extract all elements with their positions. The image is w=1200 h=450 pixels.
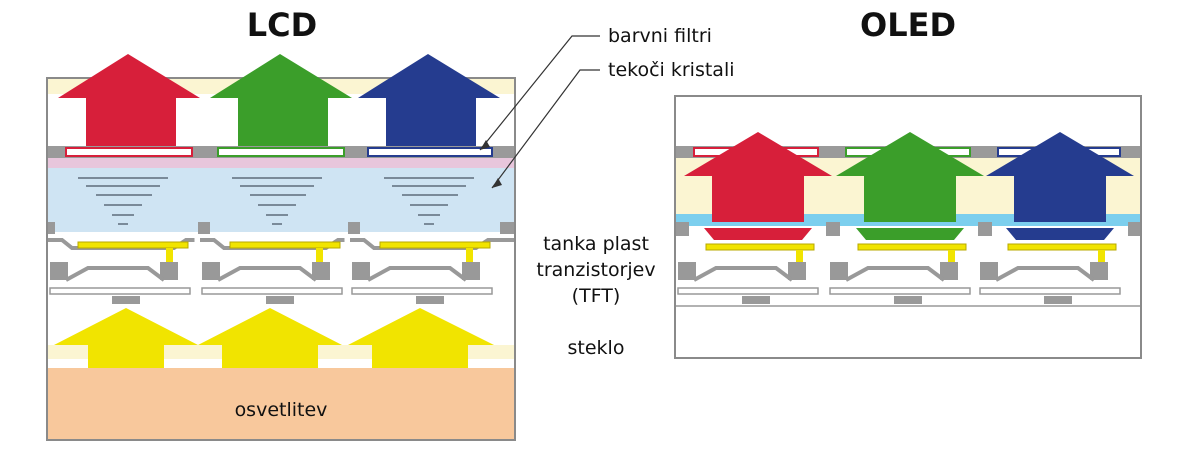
color-filters-leader [479, 35, 600, 151]
lcd-blue-arrow [358, 54, 500, 146]
callouts: barvni filtri tekoči kristali tanka plas… [479, 25, 735, 359]
lcd-alignment-layer [47, 158, 515, 168]
tft-label-line2: tranzistorjev [536, 259, 655, 281]
lcd-backlight-arrow-2 [198, 308, 342, 368]
lcd-title: LCD [247, 6, 317, 44]
lcd-panel: osvetlitev [46, 54, 516, 441]
liquid-crystals-label: tekoči kristali [608, 59, 735, 81]
lcd-green-filter [217, 147, 345, 157]
lcd-tft-cell-3 [350, 238, 515, 304]
lcd-backlight [47, 368, 515, 440]
oled-title: OLED [860, 6, 956, 44]
tft-label-line3: (TFT) [572, 285, 621, 307]
lcd-red-filter [65, 147, 193, 157]
oled-blue-arrow [986, 132, 1134, 222]
glass-label: steklo [568, 337, 625, 359]
lcd-backlight-arrow-1 [54, 308, 198, 368]
tft-label-line1: tanka plast [543, 233, 649, 255]
oled-panel [674, 95, 1142, 359]
lcd-green-arrow [210, 54, 352, 146]
liquid-crystals-leader [491, 69, 600, 189]
lcd-backlight-arrow-3 [348, 308, 494, 368]
backlight-label: osvetlitev [235, 399, 328, 421]
liquid-crystal-lines [78, 177, 474, 225]
oled-green-emitter [856, 228, 964, 240]
lcd-tft-cell-2 [200, 238, 346, 304]
oled-tft-layer [675, 238, 1141, 307]
lcd-blue-filter [367, 147, 493, 157]
oled-red-emitter [704, 228, 812, 240]
lcd-red-arrow [58, 54, 200, 146]
oled-panel-border [674, 95, 1142, 359]
color-filters-label: barvni filtri [608, 25, 712, 47]
oled-red-arrow [684, 132, 832, 222]
oled-blue-emitter [1006, 228, 1114, 240]
lcd-tft-cell-1 [47, 238, 196, 304]
lcd-tft-layer [47, 222, 515, 304]
oled-green-arrow [836, 132, 984, 222]
